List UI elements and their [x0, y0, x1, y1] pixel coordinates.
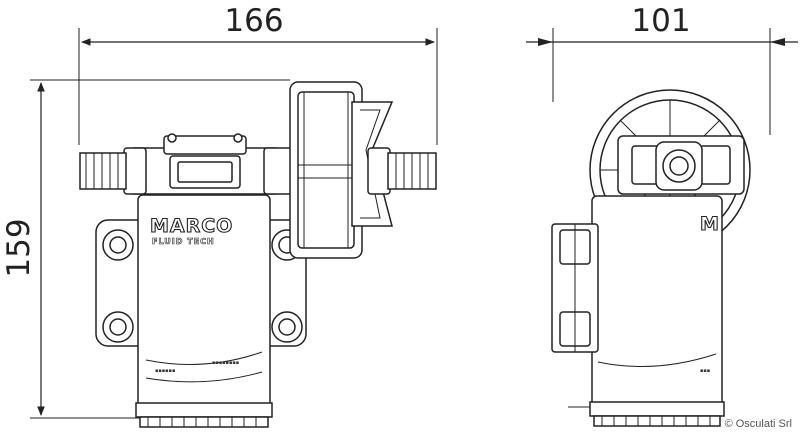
svg-text:M: M [700, 213, 720, 235]
mounting-hole-bottom-right [271, 311, 303, 343]
dimension-height-label: 159 [1, 218, 37, 277]
brand-logo: MARCO FLUID TECH [149, 214, 233, 246]
dimension-height: 159 [1, 79, 290, 419]
dimension-length: 166 [78, 3, 438, 145]
inlet-hose-fitting [79, 152, 127, 190]
pump-side-view: M ▪▪▪ [551, 89, 751, 427]
port-fitting [655, 141, 703, 191]
dimension-width-label: 101 [631, 3, 690, 39]
svg-text:▪▪▪: ▪▪▪ [700, 368, 710, 374]
svg-text:▪▪▪▪▪▪: ▪▪▪▪▪▪ [155, 368, 175, 374]
svg-text:▪▪▪▪▪▪▪▪: ▪▪▪▪▪▪▪▪ [212, 360, 239, 366]
brand-logo-name: MARCO [150, 215, 233, 237]
mounting-hole-bottom-left [102, 311, 134, 343]
pump-front-view: ▪▪▪▪▪▪ ▪▪▪▪▪▪▪▪ MARCO FLUID TECH [79, 81, 437, 428]
dimension-length-label: 166 [224, 3, 283, 39]
brand-logo-subtitle: FLUID TECH [152, 237, 215, 246]
dimension-width: 101 [526, 3, 798, 135]
outlet-hose-fitting [387, 152, 437, 190]
mounting-hole-top-left [102, 229, 134, 261]
copyright-credit: © Osculati Srl [724, 418, 792, 430]
